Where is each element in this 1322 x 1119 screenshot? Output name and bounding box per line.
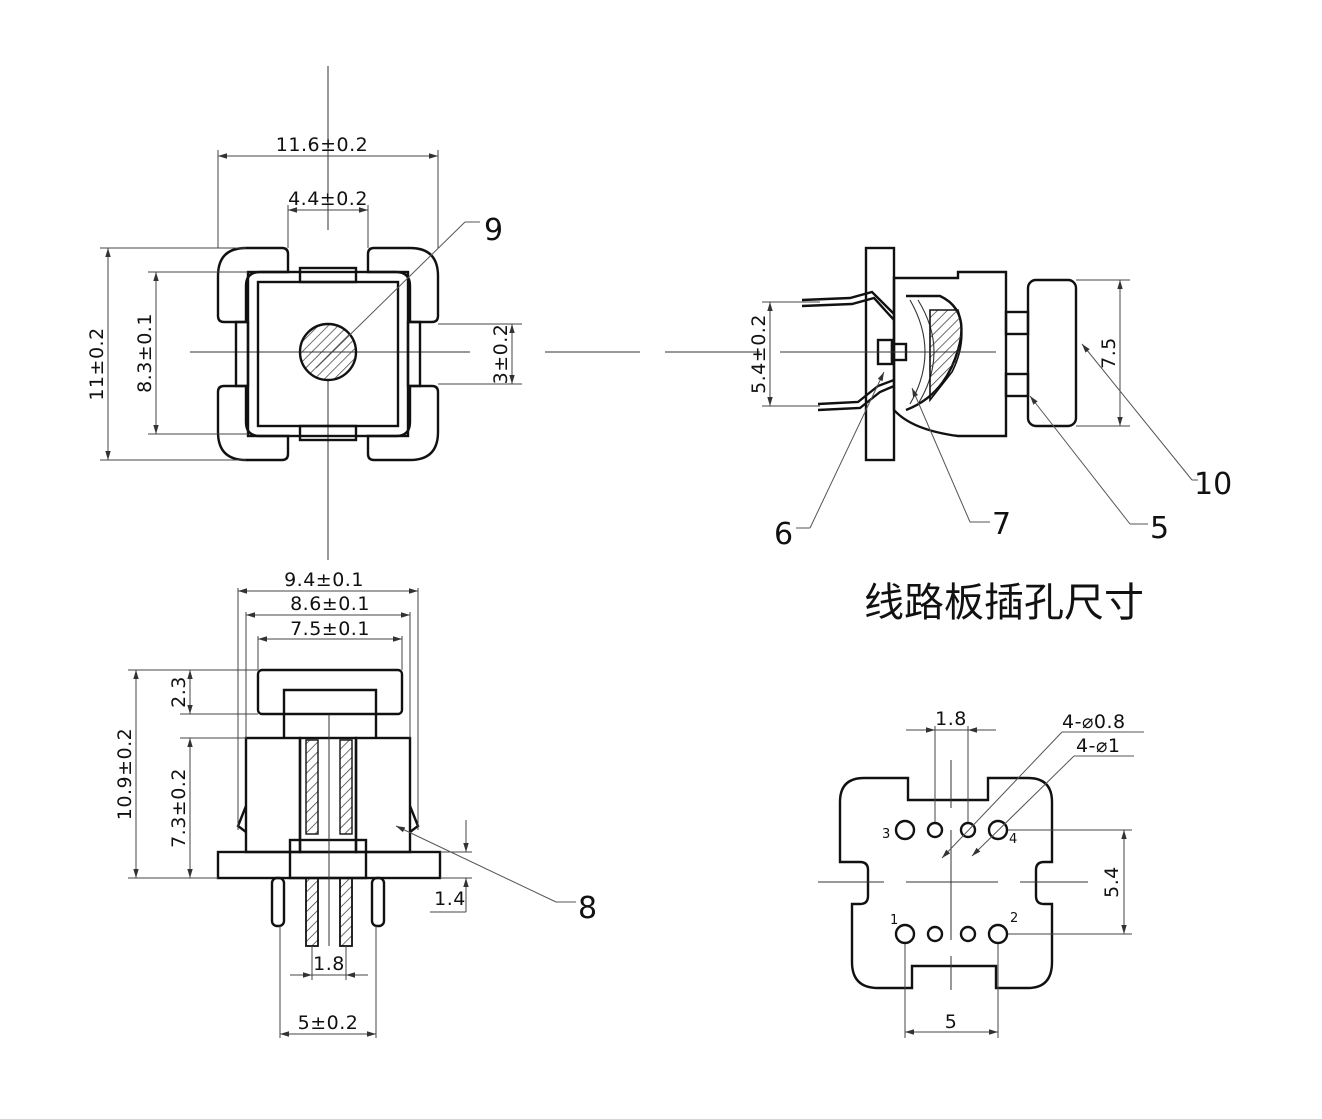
dim-pcb-pitch: 1.8 — [935, 708, 967, 730]
dim-side-pin-span: 5.4±0.2 — [748, 314, 770, 394]
dim-body-height: 7.3±0.2 — [168, 768, 190, 848]
dim-pcb-row-spacing: 5.4 — [1101, 866, 1123, 898]
callout-10: 10 — [1194, 467, 1232, 502]
dim-inner-height: 8.3±0.1 — [134, 313, 156, 393]
dim-total-height: 10.9±0.2 — [114, 728, 136, 820]
pcb-layout-title: 线路板插孔尺寸 — [864, 580, 1144, 626]
dim-front-w2: 8.6±0.1 — [290, 593, 370, 615]
dim-pcb-span: 5 — [945, 1011, 958, 1033]
callout-5: 5 — [1150, 511, 1169, 546]
dim-flange: 1.4 — [434, 888, 466, 910]
top-view: 11.6±0.2 4.4±0.2 11±0.2 8.3±0.1 3±0.2 9 — [86, 66, 760, 560]
dim-top-width: 11.6±0.2 — [276, 134, 368, 156]
dim-front-w3: 7.5±0.1 — [290, 618, 370, 640]
dim-front-pitch: 1.8 — [313, 953, 345, 975]
dim-cap: 2.3 — [168, 676, 190, 708]
pin-label-3: 3 — [882, 827, 890, 842]
callout-9: 9 — [484, 213, 503, 248]
dim-notch: 3±0.2 — [490, 324, 512, 385]
callout-7: 7 — [992, 507, 1011, 542]
front-view: 9.4±0.1 8.6±0.1 7.5±0.1 2.3 10.9±0.2 7.3… — [114, 569, 597, 1038]
dim-front-w1: 9.4±0.1 — [284, 569, 364, 591]
dim-cap-height: 7.5 — [1098, 337, 1120, 369]
pin-label-2: 2 — [1010, 911, 1018, 926]
callout-6: 6 — [774, 517, 793, 552]
pin-label-4: 4 — [1009, 832, 1017, 847]
dim-front-span: 5±0.2 — [298, 1012, 359, 1034]
dim-top-height: 11±0.2 — [86, 327, 108, 400]
pcb-layout: 3 4 1 2 1.8 4-⌀0.8 4-⌀1 5.4 5 — [818, 708, 1144, 1038]
pin-label-1: 1 — [890, 913, 898, 928]
hole-small-label: 4-⌀0.8 — [1062, 711, 1126, 733]
callout-8: 8 — [578, 891, 597, 926]
dim-slot-width: 4.4±0.2 — [288, 188, 368, 210]
side-view: 5.4±0.2 7.5 6 7 5 10 — [748, 246, 1232, 552]
hole-large-label: 4-⌀1 — [1076, 735, 1120, 757]
